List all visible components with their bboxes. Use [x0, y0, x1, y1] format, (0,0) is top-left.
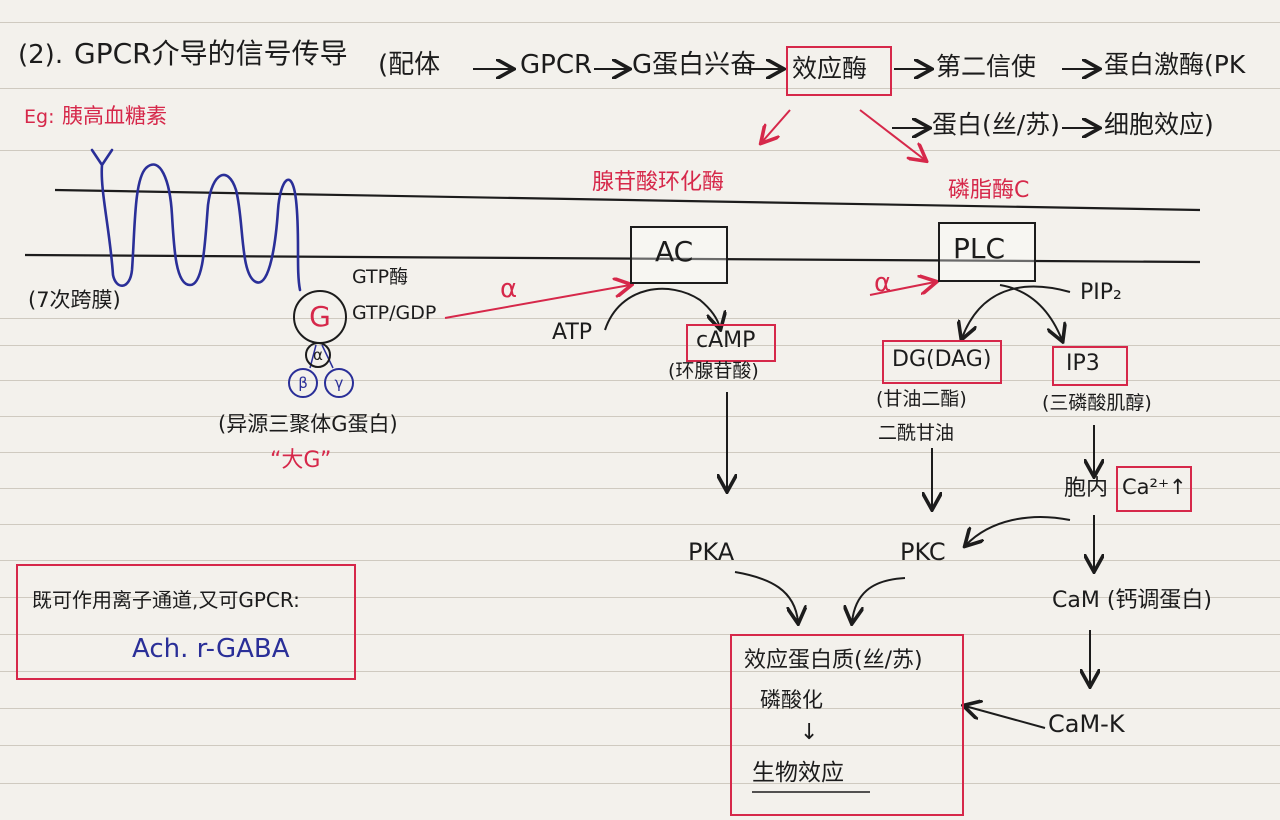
chain-cell-effect: 细胞效应) [1104, 110, 1214, 139]
effector-enzyme-box [786, 46, 892, 96]
section-number: (2). [18, 40, 64, 70]
g-protein-circle: G [293, 290, 347, 344]
ruled-line [0, 22, 1280, 23]
alpha-to-plc-label: α [874, 268, 892, 298]
pka-label: PKA [688, 538, 735, 566]
adenylate-cyclase-title: 腺苷酸环化酶 [592, 170, 725, 195]
ruled-line [0, 318, 1280, 319]
gpcr-receptor-shape [90, 148, 302, 292]
intracellular-label: 胞内 [1064, 476, 1109, 501]
atp-label: ATP [552, 320, 593, 345]
ruled-line [0, 783, 1280, 784]
ruled-line [0, 597, 1280, 598]
pkc-label: PKC [900, 538, 946, 566]
ruled-line [0, 671, 1280, 672]
gtp-gdp-label: GTP/GDP [352, 302, 437, 324]
plc-label: PLC [953, 232, 1006, 265]
gtpase-label: GTP酶 [352, 266, 409, 288]
example-label: Eg: [24, 106, 55, 128]
cam-kinase-label: CaM-K [1048, 710, 1125, 738]
chain-gpcr: GPCR [520, 50, 593, 80]
receptor-label: (7次跨膜) [28, 288, 121, 312]
gamma-subunit: γ [324, 368, 354, 398]
example-text: 胰高血糖素 [62, 104, 167, 128]
ip3-label: IP3 [1066, 351, 1100, 376]
ac-box [630, 226, 728, 284]
dg-name-alt: 二酰甘油 [878, 422, 955, 444]
ruled-line [0, 708, 1280, 709]
chain-second-messenger: 第二信使 [936, 52, 1037, 81]
ruled-line [0, 488, 1280, 489]
dg-label: DG(DAG) [892, 347, 992, 372]
membrane-inner-line [24, 253, 1201, 264]
ruled-line [0, 345, 1280, 346]
pip2-label: PIP₂ [1080, 280, 1122, 305]
calcium-label: Ca²⁺↑ [1122, 475, 1187, 499]
gamma-subunit-label: γ [334, 373, 344, 392]
effect-box [730, 634, 964, 816]
ip3-name: (三磷酸肌醇) [1042, 392, 1152, 414]
alpha-to-ac-label: α [500, 274, 518, 304]
chain-gprotein: G蛋白兴奋 [632, 50, 757, 80]
heterotrimeric-g-protein-label: (异源三聚体G蛋白) [218, 412, 398, 436]
biological-effect-label: 生物效应 [752, 760, 844, 786]
ruled-line [0, 416, 1280, 417]
section-title: GPCR介导的信号传导 [74, 37, 348, 70]
phosphorylation-label: 磷酸化 [760, 688, 823, 712]
ruled-line [0, 380, 1280, 381]
ac-label: AC [655, 235, 694, 268]
beta-subunit-label: β [298, 373, 308, 392]
calcium-box [1116, 466, 1192, 512]
beta-subunit: β [288, 368, 318, 398]
effector-protein-label: 效应蛋白质(丝/苏) [744, 648, 923, 673]
phospholipase-c-title: 磷脂酶C [948, 178, 1030, 203]
ruled-line [0, 560, 1280, 561]
ruled-line [0, 150, 1280, 151]
ruled-line [0, 88, 1280, 89]
plc-box [938, 222, 1036, 282]
dg-name: (甘油二酯) [876, 388, 967, 410]
g-label: G [309, 300, 331, 333]
note-line-2: Ach. r-GABA [132, 634, 290, 664]
note-box [16, 564, 356, 680]
dg-box [882, 340, 1002, 384]
camp-box [686, 324, 776, 362]
alpha-subunit-label: α [313, 345, 323, 364]
ruled-line [0, 745, 1280, 746]
big-g-label: “大G” [270, 448, 332, 473]
camp-name: (环腺苷酸) [668, 360, 759, 382]
chain-protein-kinase: 蛋白激酶(PK [1104, 50, 1246, 79]
alpha-subunit: α [305, 342, 331, 368]
calmodulin-label: CaM (钙调蛋白) [1052, 588, 1212, 613]
chain-ligand: (配体 [378, 50, 441, 80]
camp-label: cAMP [696, 328, 756, 353]
chain-protein: 蛋白(丝/苏) [932, 110, 1060, 139]
effect-down-arrow: ↓ [800, 720, 819, 745]
chain-effector-enzyme: 效应酶 [792, 54, 868, 83]
ip3-box [1052, 346, 1128, 386]
ruled-line [0, 452, 1280, 453]
ruled-line [0, 634, 1280, 635]
ruled-line [0, 524, 1280, 525]
membrane-outer-line [54, 188, 1201, 212]
note-line-1: 既可作用离子通道,又可GPCR: [32, 588, 300, 612]
